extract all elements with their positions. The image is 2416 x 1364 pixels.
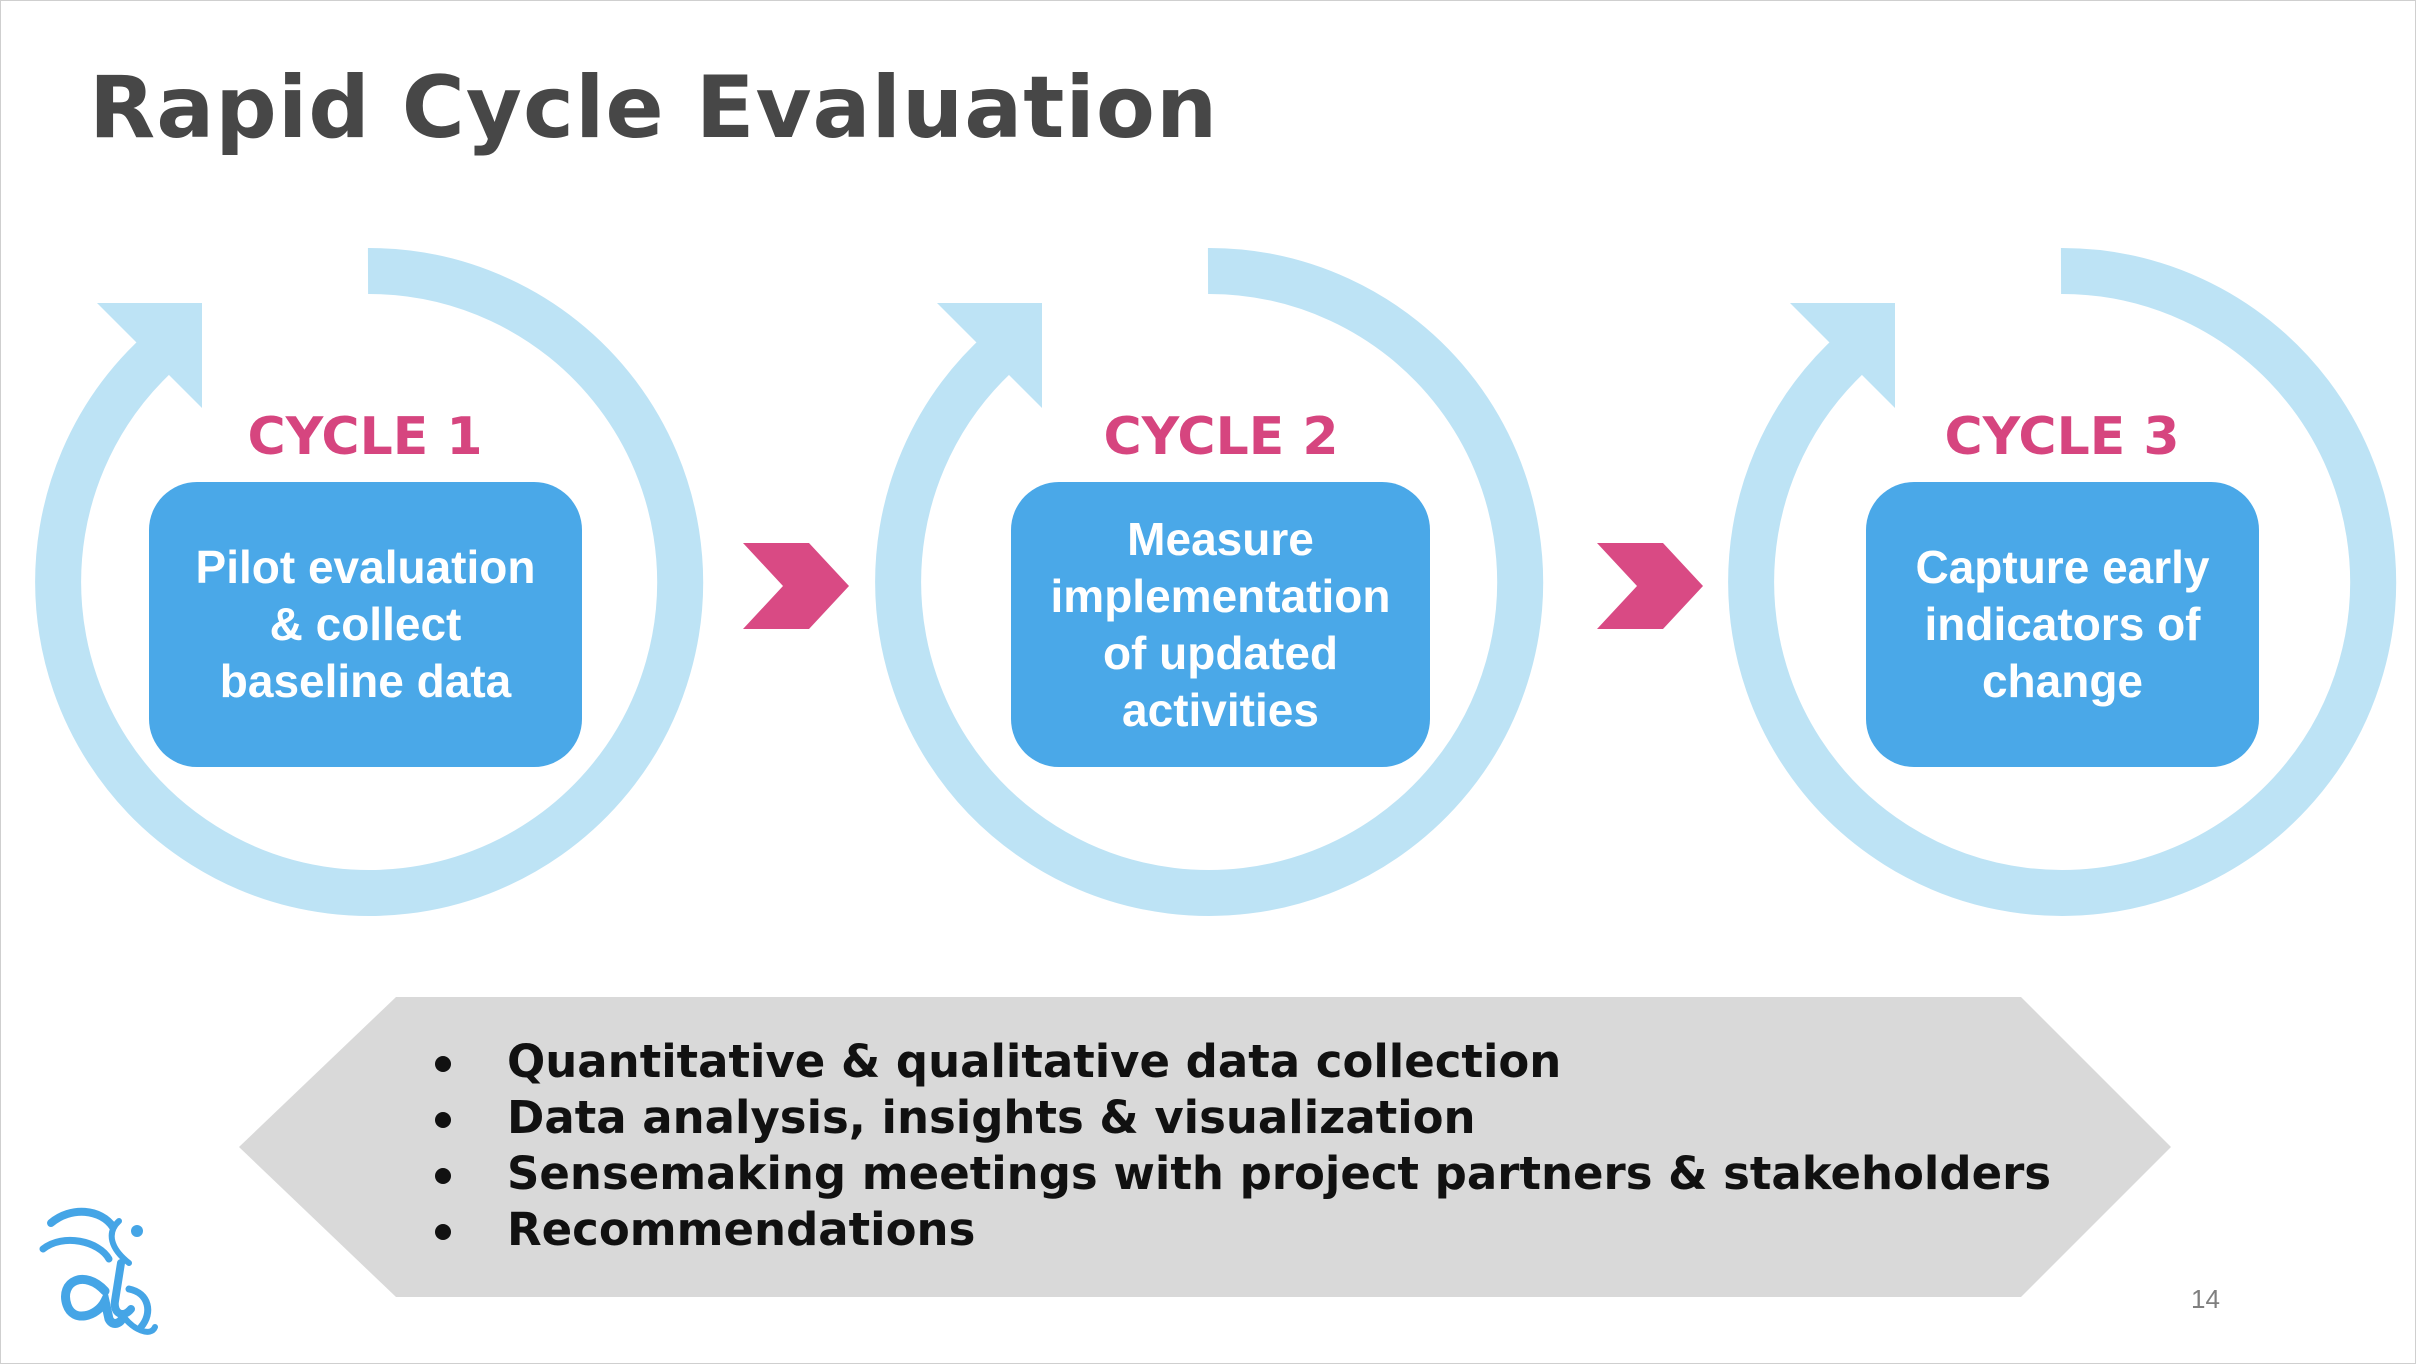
cycle-3-title: CYCLE 3	[1944, 407, 2180, 467]
cycle-2-description: Measure implementation of updated activi…	[1051, 511, 1391, 739]
cycle-3-line-1: Capture early	[1915, 541, 2210, 593]
cycle-1-box: Pilot evaluation & collect baseline data	[149, 482, 582, 767]
list-item: Recommendations	[431, 1202, 2051, 1258]
list-item-text: Quantitative & qualitative data collecti…	[507, 1035, 1562, 1088]
cycle-1-description: Pilot evaluation & collect baseline data	[196, 539, 536, 710]
page-number: 14	[2191, 1284, 2220, 1314]
cycle-1-line-3: baseline data	[219, 655, 512, 707]
list-item-text: Data analysis, insights & visualization	[507, 1091, 1476, 1144]
list-item: Data analysis, insights & visualization	[431, 1090, 2051, 1146]
cycle-1-title: CYCLE 1	[247, 407, 483, 467]
activities-banner	[239, 997, 2171, 1297]
cycle-3-line-2: indicators of	[1924, 598, 2201, 650]
chevron-right-icon	[743, 543, 849, 629]
cycle-3-ring-icon	[1728, 247, 2397, 916]
cycle-2-ring-icon	[875, 247, 1544, 916]
list-item-text: Recommendations	[507, 1203, 976, 1256]
cycle-2-line-3: of updated	[1102, 626, 1339, 679]
bullet-icon	[435, 1168, 451, 1184]
list-item: Sensemaking meetings with project partne…	[431, 1146, 2051, 1202]
slide-title: Rapid Cycle Evaluation	[89, 58, 1219, 158]
activities-list: Quantitative & qualitative data collecti…	[431, 1034, 2051, 1258]
logo-icon	[39, 1207, 158, 1335]
bullet-icon	[435, 1056, 451, 1072]
cycle-2-line-1: Measure	[1127, 512, 1314, 565]
list-item-text: Sensemaking meetings with project partne…	[507, 1147, 2052, 1200]
chevron-right-icon	[1597, 543, 1703, 629]
cycle-2-line-4: activities	[1122, 683, 1319, 736]
bullet-icon	[435, 1224, 451, 1240]
cycle-1-line-1: Pilot evaluation	[195, 541, 536, 593]
cycle-2-box: Measure implementation of updated activi…	[1011, 482, 1430, 767]
cycle-2-line-2: implementation	[1050, 569, 1391, 622]
cycle-1-ring-icon	[35, 247, 704, 916]
bullet-icon	[435, 1112, 451, 1128]
cycle-2-title: CYCLE 2	[1103, 407, 1339, 467]
list-item: Quantitative & qualitative data collecti…	[431, 1034, 2051, 1090]
cycle-1-line-2: & collect	[269, 598, 462, 650]
cycle-3-line-3: change	[1981, 655, 2144, 707]
cycle-3-description: Capture early indicators of change	[1915, 539, 2209, 710]
cycle-3-box: Capture early indicators of change	[1866, 482, 2259, 767]
